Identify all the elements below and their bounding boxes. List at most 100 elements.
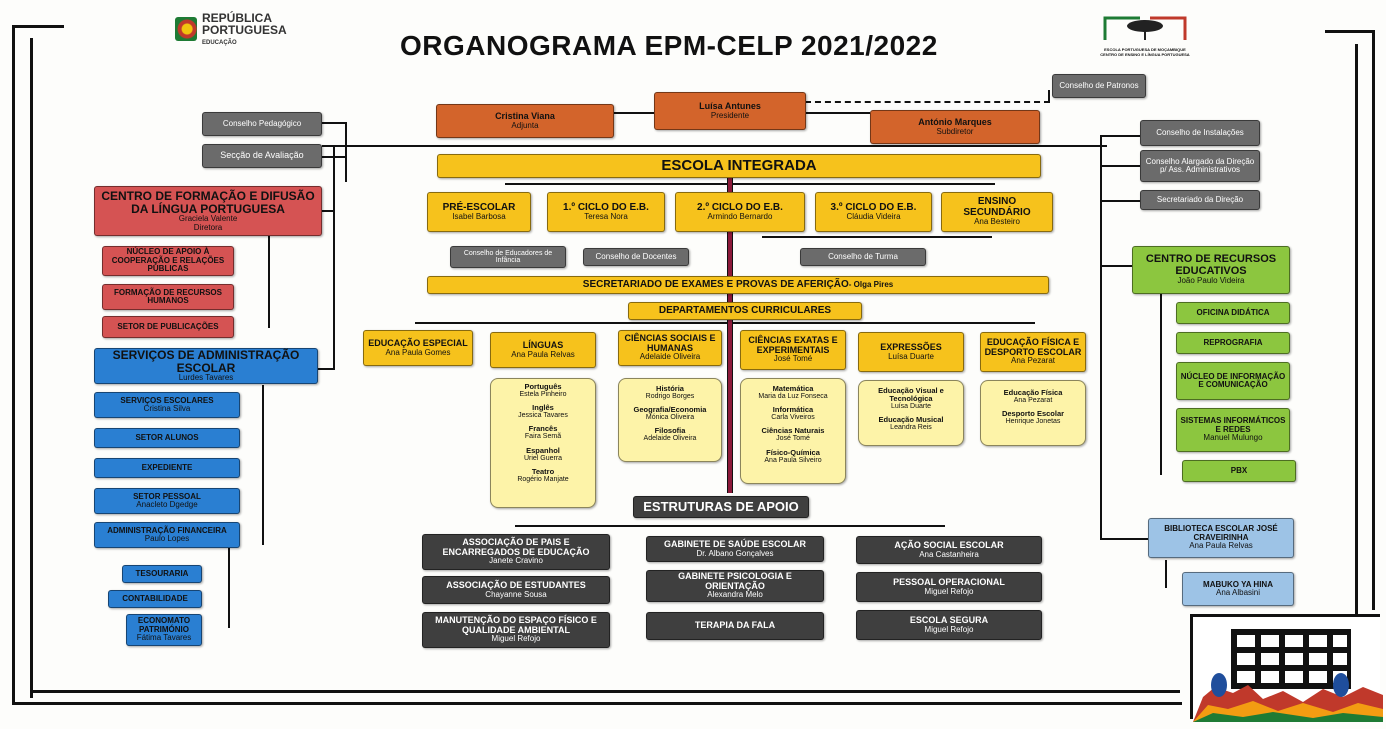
expediente: EXPEDIENTE: [94, 458, 240, 478]
ciclo-2: 2.º CICLO DO E.B.Armindo Bernardo: [675, 192, 805, 232]
connector-right-main: [1100, 135, 1102, 540]
box-text: Alexandra Melo: [707, 590, 763, 600]
box-text: Luísa Duarte: [888, 351, 934, 361]
box-text: Estela Pinheiro: [519, 390, 567, 398]
box-text: Francês: [528, 424, 558, 434]
box-text: ESTRUTURAS DE APOIO: [643, 499, 799, 515]
connector-adj-pres: [614, 112, 654, 114]
estruturas-apoio: ESTRUTURAS DE APOIO: [633, 496, 809, 518]
connector-left-sase: [318, 368, 334, 370]
connector-cre-bus: [1160, 290, 1162, 475]
box-text: ECONOMATO PATRIMÓNIO: [137, 616, 191, 634]
frame-right-top: [1325, 30, 1375, 33]
box-text: AÇÃO SOCIAL ESCOLAR: [894, 540, 1004, 551]
box-text: ASSOCIAÇÃO DE PAIS E ENCARREGADOS DE EDU…: [442, 537, 590, 557]
box-text: Luísa Duarte: [890, 402, 932, 410]
nucleo-informacao: NÚCLEO DE INFORMAÇÃO E COMUNICAÇÃO: [1176, 362, 1290, 400]
box-text: Maria da Luz Fonseca: [758, 392, 828, 400]
connector-ciclos-bar: [505, 183, 995, 185]
box-text: SERVIÇOS ESCOLARES: [120, 395, 214, 405]
box-text: Conselho Alargado da Direção p/ Ass. Adm…: [1145, 156, 1255, 174]
box-text: Chayanne Sousa: [485, 589, 547, 599]
box-text: Rodrigo Borges: [645, 392, 695, 400]
connector-left-bus: [345, 122, 347, 182]
box-text: Conselho de Turma: [828, 251, 898, 261]
box-text: Físico-Química: [766, 447, 820, 457]
secretariado-exames: SECRETARIADO DE EXAMES E PROVAS DE AFERI…: [427, 276, 1049, 294]
departamentos-label: DEPARTAMENTOS CURRICULARES: [628, 302, 862, 320]
oficina-didatica: OFICINA DIDÁTICA: [1176, 302, 1290, 324]
adjunta-box: Cristina Viana Adjunta: [436, 104, 614, 138]
centro-formacao: CENTRO DE FORMAÇÃO E DIFUSÃO DA LÍNGUA P…: [94, 186, 322, 236]
box-text: Matemática: [772, 384, 814, 393]
connector-fin-bus: [228, 548, 230, 628]
box-text: Jessica Tavares: [518, 412, 568, 420]
box-text: 2.º CICLO DO E.B.: [697, 201, 783, 213]
box-text: Educação Visual e Tecnológica: [878, 386, 944, 403]
ciclo-1: 1.º CICLO DO E.B.Teresa Nora: [547, 192, 665, 232]
escola-integrada: ESCOLA INTEGRADA: [437, 154, 1041, 178]
box-text: Paulo Lopes: [144, 534, 190, 543]
box-text: Henrique Jonetas: [1005, 418, 1061, 426]
box-text: SISTEMAS INFORMÁTICOS E REDES: [1180, 416, 1286, 434]
frame-bottom-inner: [30, 690, 1180, 693]
box-text: - Olga Pires: [848, 279, 894, 289]
presidente-role: Presidente: [710, 110, 750, 120]
connector-estr-bar: [515, 525, 945, 527]
connector-right-alarg: [1100, 165, 1140, 167]
connector-main-horizontal: [322, 145, 1107, 147]
contabilidade: CONTABILIDADE: [108, 590, 202, 608]
frame-right-vertical-inner: [1355, 44, 1358, 614]
box-text: TESOURARIA: [135, 568, 189, 578]
box-text: Fátima Tavares: [136, 633, 192, 643]
connector-right-inst: [1100, 135, 1140, 137]
logo-line3: EDUCAÇÃO: [202, 40, 237, 46]
associacao-pais: ASSOCIAÇÃO DE PAIS E ENCARREGADOS DE EDU…: [422, 534, 610, 570]
connector-dept-bar: [415, 322, 1035, 324]
subdiretor-name: António Marques: [918, 117, 992, 128]
box-text: Ana Pezarat: [1013, 396, 1053, 404]
box-text: Ana Albasini: [1215, 588, 1261, 597]
box-text: CENTRO DE FORMAÇÃO E DIFUSÃO DA LÍNGUA P…: [101, 189, 315, 216]
box-text: NÚCLEO DE INFORMAÇÃO E COMUNICAÇÃO: [1180, 371, 1286, 389]
box-text: CONTABILIDADE: [122, 593, 188, 603]
connector-left-cfd: [322, 210, 334, 212]
connector-right-secr: [1100, 200, 1140, 202]
box-text: FORMAÇÃO DE RECURSOS HUMANOS: [113, 287, 222, 305]
republic-logo: REPÚBLICA PORTUGUESA EDUCAÇÃO: [175, 12, 287, 46]
box-text: Geografia/Economia: [633, 405, 707, 415]
box-text: Ana Pezarat: [1010, 356, 1056, 366]
connector-dashed: [805, 101, 1050, 103]
box-text: OFICINA DIDÁTICA: [1196, 307, 1270, 317]
box-text: Secção de Avaliação: [220, 150, 304, 161]
connector-left-main: [333, 145, 335, 370]
box-text: GABINETE PSICOLOGIA E ORIENTAÇÃO: [678, 571, 792, 591]
box-text: Cláudia Videira: [846, 212, 901, 222]
box-text: Teatro: [531, 466, 555, 476]
box-text: TERAPIA DA FALA: [694, 620, 776, 631]
box-text: Ana Paula Silveiro: [764, 456, 822, 464]
box-text: PRÉ-ESCOLAR: [442, 201, 516, 213]
box-text: Educação Musical: [878, 415, 944, 425]
box-text: Ana Castanheira: [919, 549, 979, 559]
pbx: PBX: [1182, 460, 1296, 482]
ciclo-3: 3.º CICLO DO E.B.Cláudia Videira: [815, 192, 932, 232]
box-text: José Tomé: [773, 354, 813, 364]
coat-of-arms-icon: [175, 17, 197, 41]
presidente-box: Luísa Antunes Presidente: [654, 92, 806, 130]
box-text: Ana Paula Gomes: [385, 347, 451, 357]
connector-cfd-bus: [268, 236, 270, 328]
box-text: Ana Paula Relvas: [1189, 541, 1253, 551]
school-logo-line2: CENTRO DE ENSINO E LÍNGUA PORTUGUESA: [1100, 52, 1190, 57]
box-text: SETOR PESSOAL: [133, 491, 201, 501]
box-text: Manuel Mulungo: [1203, 433, 1263, 443]
